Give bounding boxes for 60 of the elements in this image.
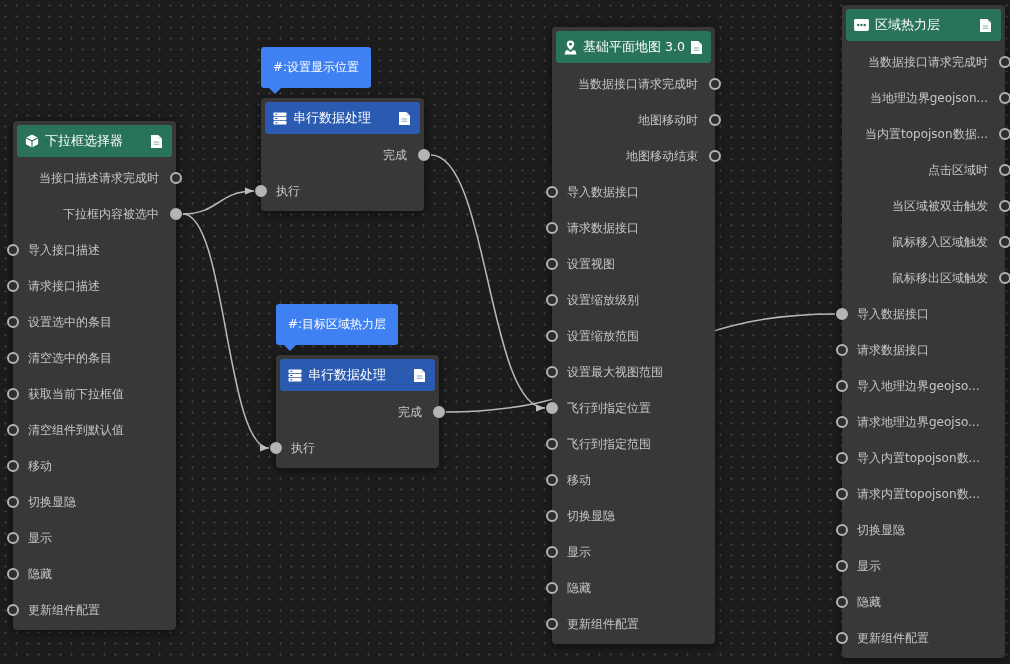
port-label: 切换显隐 — [857, 522, 905, 538]
connector — [182, 187, 255, 215]
port-label: 执行 — [291, 440, 315, 456]
port-label: 完成 — [383, 147, 407, 163]
port-label: 获取当前下拉框值 — [28, 386, 124, 402]
port-label: 移动 — [567, 472, 591, 488]
port-label: 地图移动结束 — [626, 148, 698, 164]
node-title: 串行数据处理 — [308, 367, 387, 383]
port-label: 下拉框内容被选中 — [63, 206, 159, 222]
port-label: 点击区域时 — [928, 162, 988, 178]
port-label: 设置最大视图范围 — [567, 364, 663, 380]
port-label: 鼠标移出区域触发 — [892, 270, 988, 286]
port-label: 请求数据接口 — [857, 342, 929, 358]
port-label: 当地理边界geojson... — [869, 90, 988, 106]
port-label: 当数据接口请求完成时 — [868, 54, 988, 70]
port-label: 飞行到指定范围 — [567, 436, 651, 452]
port-label: 鼠标移入区域触发 — [892, 234, 988, 250]
port-label: 移动 — [28, 458, 52, 474]
port-label: 显示 — [857, 558, 881, 574]
node-title: 下拉框选择器 — [45, 133, 124, 149]
connector — [430, 154, 546, 409]
port-label: 请求接口描述 — [28, 278, 100, 294]
port-label: 清空选中的条目 — [28, 350, 112, 366]
port-label: 当数据接口请求完成时 — [578, 76, 698, 92]
port-label: 请求地理边界geojso... — [857, 414, 980, 430]
port-label: 切换显隐 — [567, 508, 615, 524]
port-label: 导入数据接口 — [567, 184, 639, 200]
port-label: 请求数据接口 — [567, 220, 639, 236]
port-label: 当接口描述请求完成时 — [39, 170, 159, 186]
port-label: 隐藏 — [567, 580, 591, 596]
port-label: 执行 — [276, 183, 300, 199]
port-label: 导入地理边界geojso... — [857, 378, 980, 394]
port-label: 导入内置topojson数... — [857, 450, 980, 466]
port-label: 隐藏 — [28, 566, 52, 582]
node-title: 串行数据处理 — [293, 110, 372, 126]
port-label: 请求内置topojson数... — [857, 486, 980, 502]
port-label: 设置视图 — [567, 256, 615, 272]
port-label: 当内置topojson数据... — [865, 126, 988, 142]
port-label: 设置缩放级别 — [567, 292, 639, 308]
node-title: 区域热力层 — [875, 17, 941, 33]
port-label: 导入接口描述 — [28, 242, 100, 258]
node-title: 基础平面地图 3.0 — [583, 39, 685, 55]
port-label: 设置选中的条目 — [28, 314, 112, 330]
port-label: 隐藏 — [857, 594, 881, 610]
port-label: 完成 — [398, 404, 422, 420]
port-label: 清空组件到默认值 — [28, 422, 124, 438]
callout-label: #:设置显示位置 — [273, 59, 360, 76]
port-label: 更新组件配置 — [857, 630, 929, 646]
port-label: 切换显隐 — [28, 494, 76, 510]
port-label: 显示 — [567, 544, 591, 560]
port-label: 显示 — [28, 530, 52, 546]
port-label: 更新组件配置 — [28, 602, 100, 618]
port-label: 设置缩放范围 — [567, 328, 639, 344]
connector — [182, 213, 270, 449]
callout-label: #:目标区域热力层 — [288, 316, 387, 333]
port-label: 导入数据接口 — [857, 306, 929, 322]
port-label: 地图移动时 — [638, 112, 698, 128]
port-label: 更新组件配置 — [567, 616, 639, 632]
port-label: 飞行到指定位置 — [567, 400, 651, 416]
port-label: 当区域被双击触发 — [892, 198, 988, 214]
